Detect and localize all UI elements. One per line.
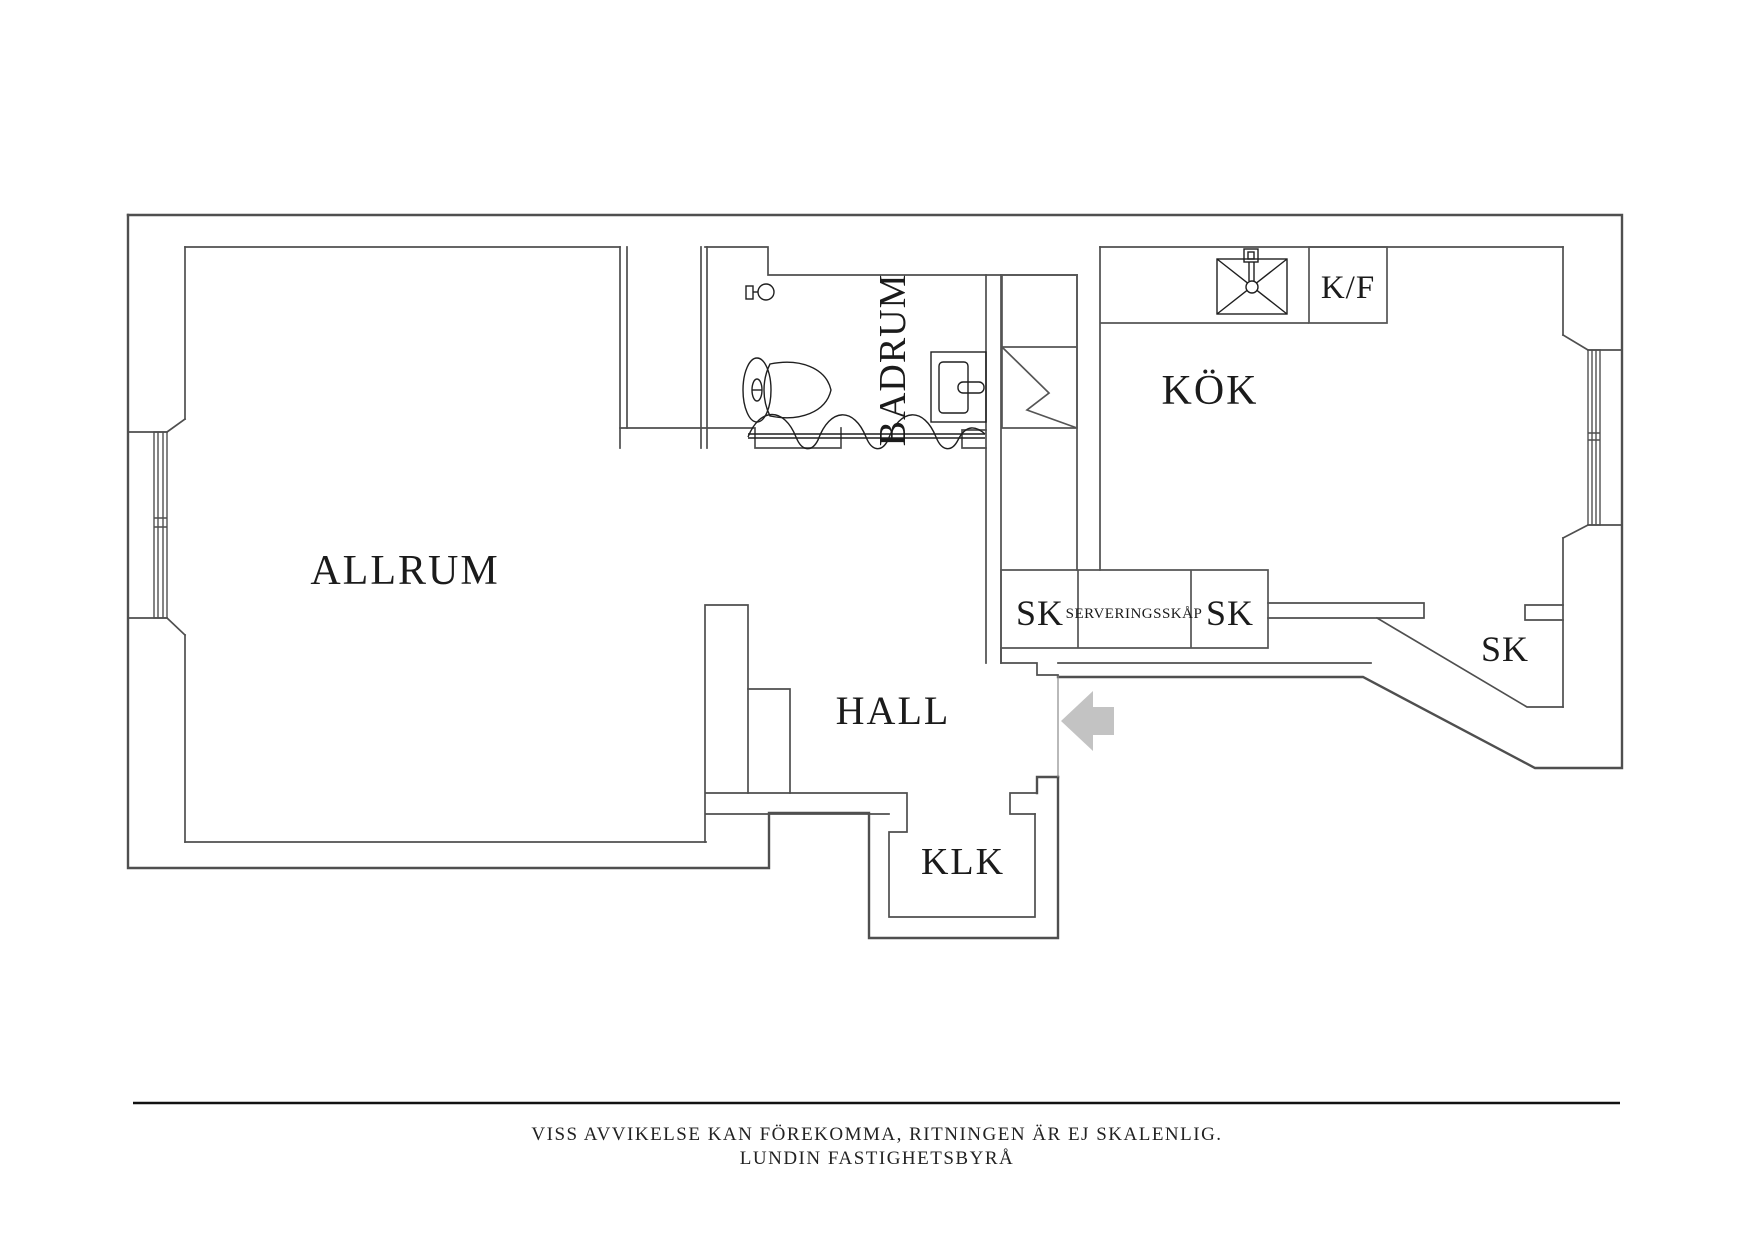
- left-window-icon: [153, 431, 168, 619]
- outer-walls: [126, 213, 1624, 940]
- cabinet-label-sk-left: SK: [1016, 593, 1064, 633]
- room-label-hall: HALL: [836, 688, 951, 733]
- shower-icon: [745, 283, 775, 301]
- footer-brand: LUNDIN FASTIGHETSBYRÅ: [740, 1148, 1014, 1169]
- cabinet-label-sk-corner: SK: [1481, 629, 1529, 669]
- footer-disclaimer: VISS AVVIKELSE KAN FÖREKOMMA, RITNINGEN …: [531, 1124, 1222, 1145]
- room-label-allrum: ALLRUM: [310, 548, 499, 594]
- cabinet-label-serveringsskap: SERVERINGSSKÅP: [1066, 606, 1203, 622]
- toilet-icon: [742, 357, 832, 423]
- room-label-klk: KLK: [921, 841, 1005, 883]
- entrance-arrow-icon: [1061, 691, 1114, 751]
- radiator-icon: [747, 413, 986, 450]
- room-label-badrum: BADRUM: [872, 274, 914, 447]
- washbasin-icon: [930, 351, 987, 423]
- inner-walls: [127, 246, 1623, 918]
- cabinet-label-kf: K/F: [1321, 270, 1375, 306]
- room-label-kok: KÖK: [1162, 368, 1259, 414]
- kitchen-sink-icon: [1216, 248, 1288, 315]
- cabinet-label-sk-right: SK: [1206, 593, 1254, 633]
- bathroom-fixtures: [742, 283, 987, 450]
- cabinet-outlines: [1000, 246, 1388, 649]
- kitchen-fixtures: [1216, 248, 1288, 315]
- right-window-icon: [1587, 349, 1601, 526]
